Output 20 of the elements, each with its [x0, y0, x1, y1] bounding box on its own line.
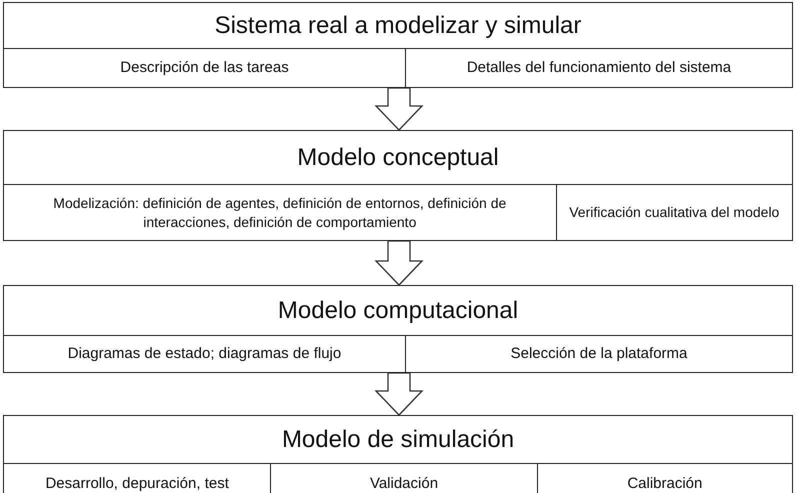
hollow-arrow — [374, 240, 424, 286]
stage-box — [3, 285, 793, 373]
task-text: Diagramas de estado; diagramas de flujo — [68, 344, 342, 364]
task-text: Verificación cualitativa del modelo — [569, 203, 780, 222]
stage-box — [3, 2, 793, 88]
hollow-arrow — [374, 87, 424, 131]
task-text: Desarrollo, depuración, test — [45, 474, 229, 493]
stage-box — [3, 415, 793, 493]
stage-title: Modelo de simulación — [282, 426, 514, 454]
task-text: Modelización: definición de agentes, definición de entornos, definición de interacciones, definición de comportamiento — [52, 194, 508, 231]
stage-title: Modelo conceptual — [297, 144, 499, 172]
stage-title: Sistema real a modelizar y simular — [214, 12, 582, 40]
hollow-arrow — [374, 372, 424, 416]
task-text: Descripción de las tareas — [120, 58, 289, 78]
task-text: Validación — [370, 474, 438, 493]
stage-box — [3, 130, 793, 241]
stage-title: Modelo computacional — [278, 296, 518, 324]
task-text: Detalles del funcionamiento del sistema — [466, 58, 732, 78]
task-text: Selección de la plataforma — [510, 344, 688, 364]
task-text: Calibración — [627, 474, 702, 493]
